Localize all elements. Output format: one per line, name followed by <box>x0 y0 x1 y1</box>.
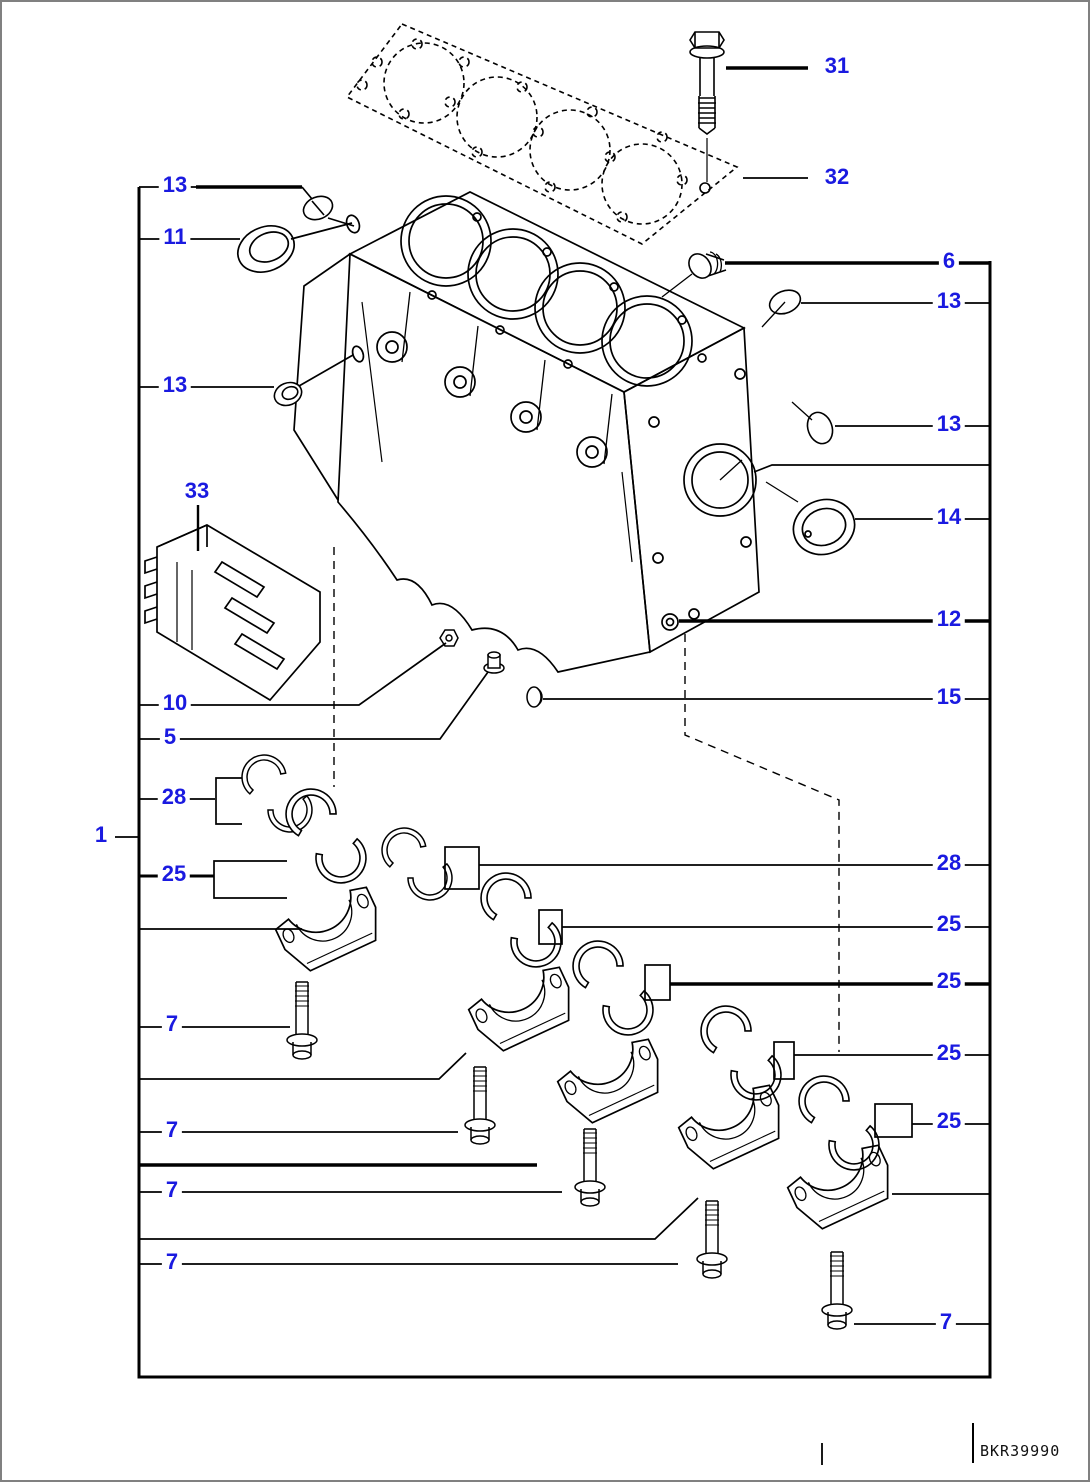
bearing-cap-1 <box>273 882 390 978</box>
bearing-cap-5 <box>785 1140 902 1236</box>
screw-plug-6 <box>661 251 727 298</box>
callout-1: 1 <box>90 824 112 846</box>
cup-plug-lower-left-13 <box>273 381 303 407</box>
callout-33: 33 <box>180 480 214 502</box>
bolt-5 <box>483 651 505 674</box>
bearing-cap-bolt-4 <box>696 1200 728 1279</box>
callout-32: 32 <box>820 166 854 188</box>
footer-marks <box>821 1423 974 1465</box>
callout-5: 5 <box>159 726 181 748</box>
callout-28-right: 28 <box>932 852 966 874</box>
head-gasket <box>345 23 739 245</box>
bearing-cap-bolt-5 <box>821 1251 853 1330</box>
bearing-cap-bolt-3 <box>574 1128 606 1207</box>
engine-block <box>293 191 760 673</box>
callout-13-right-lower: 13 <box>932 413 966 435</box>
callout-7-left-4: 7 <box>161 1251 183 1273</box>
cup-plug-right-upper-13 <box>761 289 802 328</box>
main-bearing-shells-1 <box>276 779 374 891</box>
oil-baffle-plate-33 <box>144 524 321 702</box>
callout-11: 11 <box>159 226 191 248</box>
callout-28-left: 28 <box>157 786 191 808</box>
bearing-cap-2 <box>466 962 583 1058</box>
callout-15: 15 <box>932 686 966 708</box>
bearing-cap-4 <box>676 1080 793 1176</box>
callout-25-right-1: 25 <box>932 913 966 935</box>
bearing-cap-bolt-2 <box>464 1066 496 1145</box>
main-bearing-shells-2 <box>471 863 569 975</box>
callout-14: 14 <box>932 506 966 528</box>
callout-7-left-2: 7 <box>161 1119 183 1141</box>
callout-7-right: 7 <box>935 1311 957 1333</box>
callout-13-mid-left: 13 <box>158 374 192 396</box>
callout-7-left-3: 7 <box>161 1179 183 1201</box>
callout-25-right-2: 25 <box>932 970 966 992</box>
nut-10 <box>439 629 459 647</box>
cup-plug-11 <box>237 225 295 273</box>
callout-6: 6 <box>938 250 960 272</box>
cup-plug-rear-13 <box>791 401 834 445</box>
cup-plug-15 <box>526 686 543 708</box>
cup-plug-top-left-13 <box>302 195 334 221</box>
callout-31: 31 <box>820 55 854 77</box>
callout-12: 12 <box>932 608 966 630</box>
callout-13-right-upper: 13 <box>932 290 966 312</box>
callout-25-right-4: 25 <box>932 1110 966 1132</box>
bushing-14 <box>765 481 856 556</box>
drawing-code: BKR39990 <box>980 1442 1061 1460</box>
bearing-cap-bolt-1 <box>286 981 318 1060</box>
alignment-guides <box>333 547 840 1052</box>
callout-25-right-3: 25 <box>932 1042 966 1064</box>
bracket-frame <box>137 187 992 1379</box>
callout-7-left-1: 7 <box>161 1013 183 1035</box>
main-bearing-shells-5 <box>789 1066 887 1178</box>
callout-10: 10 <box>158 692 192 714</box>
head-bolt-31 <box>689 31 725 194</box>
bearing-cap-3 <box>555 1034 672 1130</box>
callout-13-top-left: 13 <box>158 174 192 196</box>
callout-25-left: 25 <box>157 863 191 885</box>
